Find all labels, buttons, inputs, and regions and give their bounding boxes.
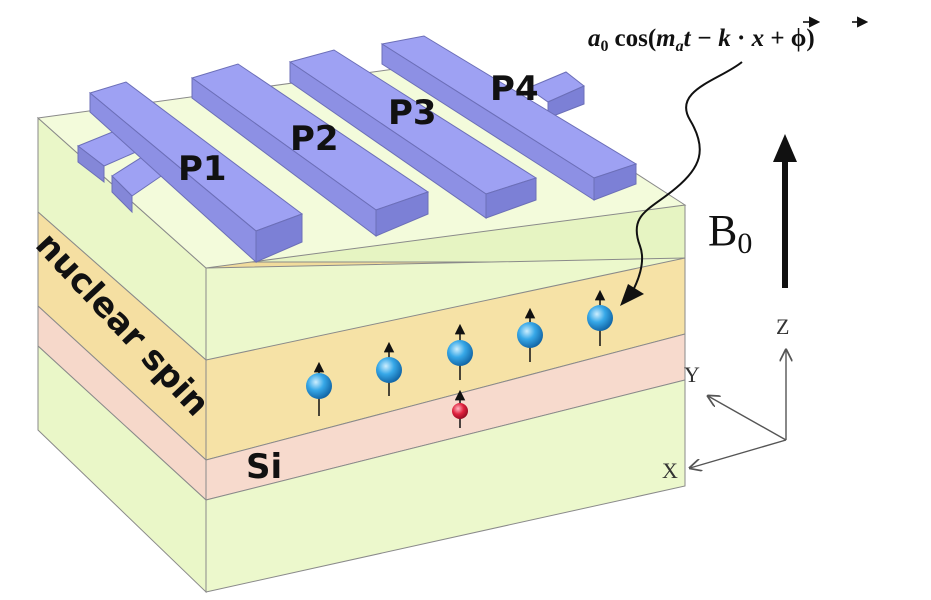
gate-label-p2: P2 [290,119,339,159]
gate-p4-side [381,43,595,201]
gate-label-p3: P3 [388,93,437,133]
b0-label: B0 [708,206,752,260]
spin-sphere [587,305,613,331]
b0-arrow-head [773,134,797,162]
x-axis [690,439,787,468]
gate-p1-stub-side [77,144,105,184]
x-axis-label: X [662,458,678,483]
coordinate-axes: Z Y X [662,314,789,483]
left-substrate-lower [37,344,207,594]
nuclear-spin [376,341,402,396]
gate-labels: P1 P2 P3 P4 [178,69,539,189]
block-left-face [37,116,207,594]
gate-p2 [190,63,430,237]
nuclear-spin [517,307,543,362]
wave-arrow [629,61,743,297]
wave-arrow-head [620,284,644,306]
nuclear-spin [587,289,613,346]
nuclear-spin [306,361,332,416]
gate-p2-side [191,77,377,237]
gate-p3 [288,49,538,219]
gate-p1-side [89,91,257,264]
spin-sphere [376,357,402,383]
y-axis-label: Y [684,362,700,387]
gate-label-p4: P4 [490,69,539,109]
nuclear-spins [306,289,613,416]
spin-sphere [306,373,332,399]
nuclear-spin [447,323,473,380]
spin-sphere [517,322,543,348]
z-axis-label: Z [776,314,789,339]
gate-p4 [380,35,638,201]
gate-p1 [77,81,304,264]
gate-p1-stub2-side [111,174,133,214]
y-axis [708,396,787,441]
gate-label-p1: P1 [178,149,227,189]
gate-p3-side [289,61,487,219]
electron-sphere [452,403,468,419]
gate-electrodes [77,35,638,264]
electron-spin [452,389,468,428]
b0-field: B0 [708,134,797,288]
block-front-face [205,257,686,593]
si-label: Si [246,447,282,487]
spin-sphere [447,340,473,366]
